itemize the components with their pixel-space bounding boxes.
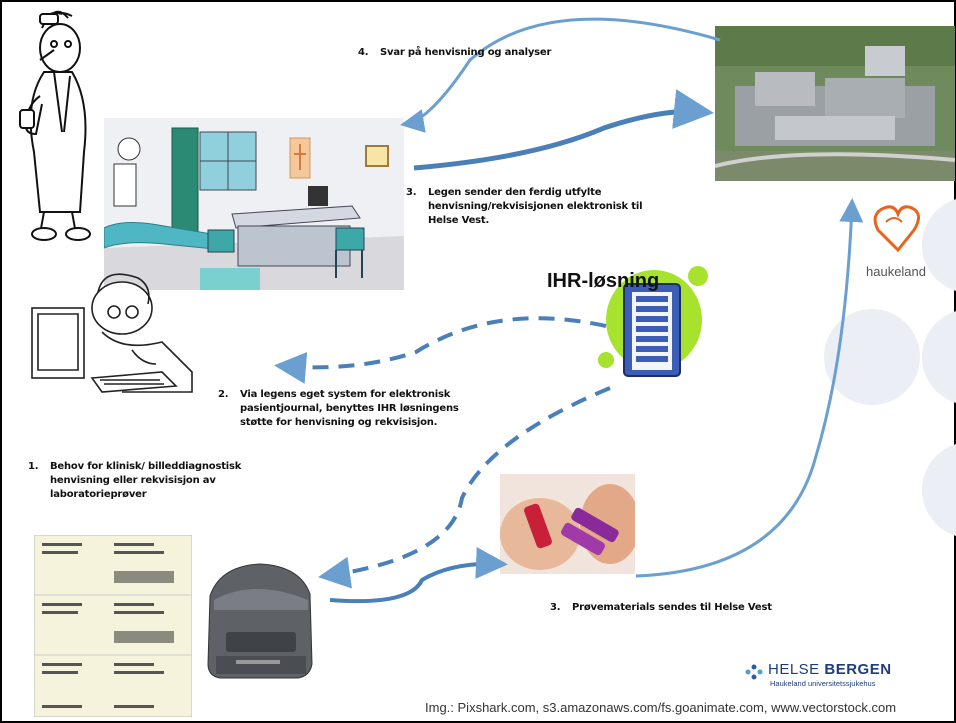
step3b-number: 3. <box>550 602 561 613</box>
step3b-text: 3. Prøvematerials sendes til Helse Vest <box>550 601 772 615</box>
haukeland-label: haukeland <box>866 264 926 279</box>
step1-line: Behov for klinisk/ billeddiagnostisk <box>50 461 242 472</box>
blood-sample-photo <box>500 474 635 574</box>
arrow-sample-to-hospital <box>635 198 864 578</box>
step3a-line: Helse Vest. <box>428 215 490 226</box>
haukeland-logo-icon <box>873 205 920 253</box>
step1-line: laboratorieprøver <box>50 489 147 500</box>
helse-bergen-name-bold: BERGEN <box>824 661 892 678</box>
step4-text: 4. Svar på henvisning og analyser <box>358 46 551 60</box>
step2-line: Via legens eget system for elektronisk <box>240 389 451 400</box>
arrow-ihr-to-printer <box>318 386 611 589</box>
sample-labels-sheet <box>34 535 192 717</box>
step1-number: 1. <box>28 461 39 472</box>
step2-number: 2. <box>218 389 229 400</box>
label-printer-icon <box>207 563 313 679</box>
step3b-label: Prøvematerials sendes til Helse Vest <box>572 602 772 613</box>
arrow-step4-response <box>400 17 721 133</box>
step1-line: henvisning eller rekvisisjon av <box>50 475 216 486</box>
ihr-solution-label: IHR-løsning <box>547 270 660 292</box>
step3a-line: henvisning/rekvisisjonen elektronisk til <box>428 201 643 212</box>
step2-line: støtte for henvisning og rekvisisjon. <box>240 417 438 428</box>
ihr-server-icon <box>598 266 708 377</box>
helse-bergen-subtitle: Haukeland universitetssjukehus <box>770 679 876 688</box>
arrow-step3-send-referral <box>413 89 714 171</box>
helse-bergen-name: HELSE BERGEN <box>768 661 892 678</box>
helse-bergen-name-light: HELSE <box>768 661 825 678</box>
sick-patient-illustration <box>19 10 91 241</box>
step2-text: 2. Via legens eget system for elektronisk… <box>218 388 459 430</box>
doctor-at-computer-illustration <box>31 273 193 393</box>
step3a-line: Legen sender den ferdig utfylte <box>428 187 602 198</box>
step3a-text: 3. Legen sender den ferdig utfylte henvis… <box>406 186 643 228</box>
decor-circle <box>922 199 956 291</box>
helse-bergen-logo-icon <box>745 664 763 680</box>
step4-number: 4. <box>358 47 369 58</box>
step2-line: pasientjournal, benyttes IHR løsningens <box>240 403 459 414</box>
decor-circle <box>922 444 956 536</box>
step3a-number: 3. <box>406 187 417 198</box>
image-credits: Img.: Pixshark.com, s3.amazonaws.com/fs.… <box>425 700 897 715</box>
step1-text: 1. Behov for klinisk/ billeddiagnostisk h… <box>28 460 241 502</box>
decor-circle <box>824 309 920 405</box>
step4-label: Svar på henvisning og analyser <box>380 47 552 58</box>
decor-circle <box>922 311 956 403</box>
arrow-step2-ihr-support <box>274 316 607 384</box>
doctor-office-illustration <box>104 118 404 290</box>
arrow-labels-to-sample <box>329 547 508 604</box>
hospital-aerial-photo <box>715 26 955 181</box>
